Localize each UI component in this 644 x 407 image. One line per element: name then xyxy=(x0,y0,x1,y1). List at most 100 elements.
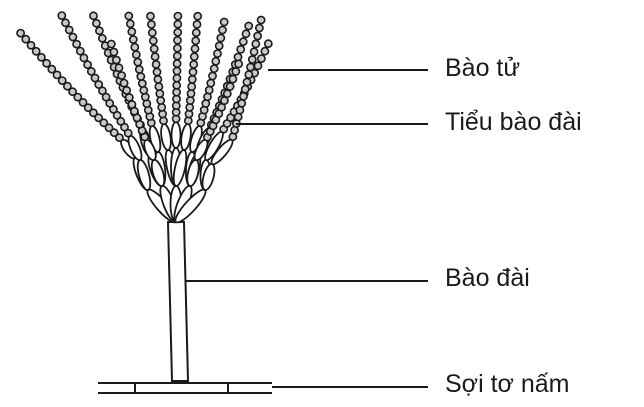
hypha-drawing xyxy=(98,383,272,393)
label-phialides: Tiểu bào đài xyxy=(445,110,582,135)
spore xyxy=(118,72,125,79)
spore xyxy=(96,27,103,34)
spore xyxy=(27,42,34,49)
spore xyxy=(134,59,141,66)
spore xyxy=(173,82,180,89)
spore xyxy=(151,45,158,52)
label-hypha: Sợi tơ nấm xyxy=(445,372,570,397)
spore xyxy=(216,42,223,49)
spore xyxy=(153,61,160,68)
spore xyxy=(77,48,84,55)
spore xyxy=(189,76,196,83)
spore xyxy=(99,35,106,42)
spore xyxy=(254,32,261,39)
spore xyxy=(193,21,200,28)
spore xyxy=(229,76,236,83)
spore xyxy=(252,40,259,47)
spore xyxy=(147,13,154,20)
spore xyxy=(242,86,249,93)
spore xyxy=(232,68,239,75)
spore xyxy=(66,26,73,33)
spore-chains-drawing xyxy=(17,12,272,141)
spore xyxy=(58,12,65,19)
spore xyxy=(110,48,117,55)
spore xyxy=(214,50,221,57)
spore xyxy=(237,46,244,53)
spore xyxy=(240,93,247,100)
spore xyxy=(126,94,133,101)
spore xyxy=(258,16,265,23)
label-spores: Bào tử xyxy=(445,56,520,81)
spore xyxy=(187,90,194,97)
phialides-drawing xyxy=(118,122,235,226)
spore xyxy=(90,12,97,19)
spore xyxy=(256,24,263,31)
spore xyxy=(221,18,228,25)
spore xyxy=(133,51,140,58)
spore xyxy=(247,64,254,71)
spore xyxy=(149,29,156,36)
spore xyxy=(193,29,200,36)
spore xyxy=(113,56,120,63)
spore xyxy=(157,97,164,104)
spore xyxy=(188,83,195,90)
spore xyxy=(206,87,213,94)
conidiophore-drawing xyxy=(168,222,188,381)
spore xyxy=(156,90,163,97)
spore xyxy=(131,44,138,51)
leader-lines xyxy=(186,70,428,387)
spore xyxy=(123,87,130,94)
spore xyxy=(187,97,194,104)
spore xyxy=(174,13,181,20)
spore xyxy=(258,55,265,62)
spore xyxy=(173,75,180,82)
spore xyxy=(219,26,226,33)
spore xyxy=(217,34,224,41)
spore xyxy=(234,53,241,60)
phialide xyxy=(160,123,173,150)
spore xyxy=(153,68,160,75)
spore xyxy=(130,36,137,43)
spore xyxy=(245,71,252,78)
spore xyxy=(174,45,181,52)
spore xyxy=(17,29,24,36)
spore xyxy=(189,68,196,75)
spore xyxy=(245,22,252,29)
spore xyxy=(190,61,197,68)
spore xyxy=(224,90,231,97)
spore xyxy=(174,21,181,28)
spore xyxy=(261,48,268,55)
spore xyxy=(243,78,250,85)
spore xyxy=(240,38,247,45)
spore xyxy=(139,80,146,87)
spore xyxy=(73,41,80,48)
phialide xyxy=(172,122,181,148)
spore xyxy=(121,80,128,87)
spore xyxy=(128,28,135,35)
spore xyxy=(227,83,234,90)
spore xyxy=(249,56,256,63)
spore xyxy=(127,20,134,27)
spore xyxy=(150,37,157,44)
spore xyxy=(192,37,199,44)
spore xyxy=(108,40,115,47)
spore xyxy=(174,29,181,36)
spore xyxy=(191,53,198,60)
spore xyxy=(128,101,135,108)
spore xyxy=(207,80,214,87)
spore xyxy=(84,61,91,68)
spore xyxy=(238,100,245,107)
spore xyxy=(174,60,181,67)
spore xyxy=(22,36,29,43)
spore xyxy=(194,13,201,20)
spore xyxy=(148,21,155,28)
spore xyxy=(115,64,122,71)
spore xyxy=(254,62,261,69)
spore xyxy=(125,12,132,19)
spore xyxy=(62,19,69,26)
spore xyxy=(265,40,272,47)
spore xyxy=(251,48,258,55)
spore xyxy=(174,52,181,59)
spore xyxy=(136,66,143,73)
